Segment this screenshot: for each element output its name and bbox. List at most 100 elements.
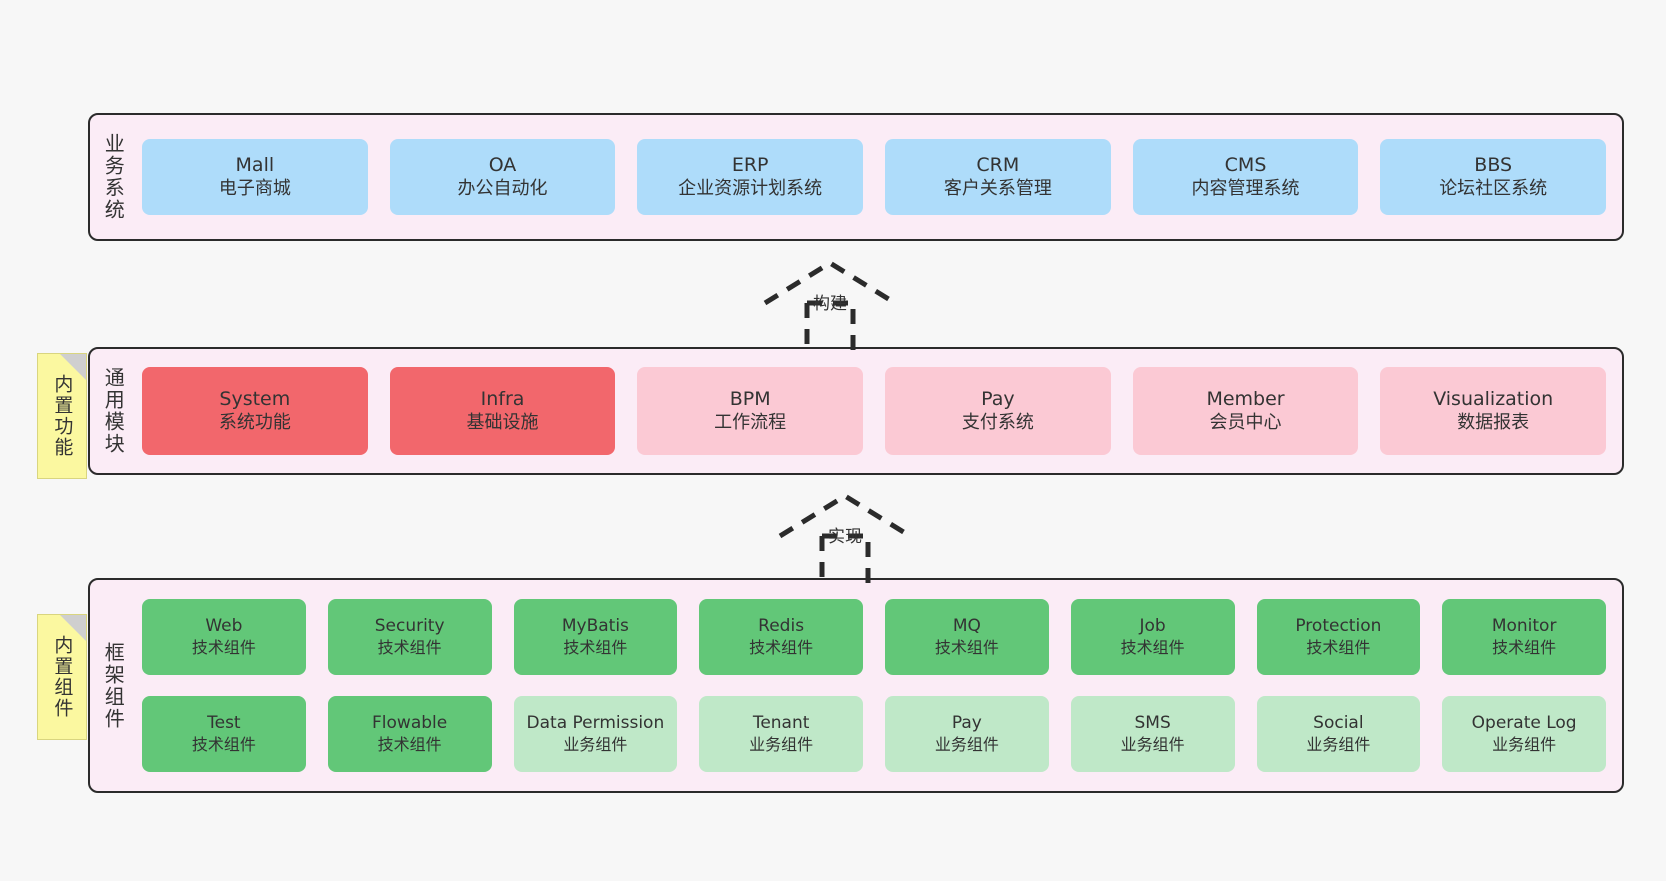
node-oa[interactable]: OA 办公自动化 <box>389 139 616 215</box>
node-title: Tenant <box>752 713 810 734</box>
node-title: CMS <box>1224 153 1267 176</box>
node-title: Security <box>374 616 445 637</box>
node-title: Redis <box>758 616 805 637</box>
arrow-stem <box>804 300 856 350</box>
node-bbs[interactable]: BBS 论坛社区系统 <box>1380 139 1607 215</box>
connector-build: 构建 <box>755 255 905 350</box>
node-title: Infra <box>480 387 525 410</box>
node-subtitle: 技术组件 <box>934 637 999 657</box>
node-subtitle: 内容管理系统 <box>1191 177 1300 199</box>
node-subtitle: 业务组件 <box>934 734 999 754</box>
node-pay-component[interactable]: Pay 业务组件 <box>885 696 1049 772</box>
node-title: Mall <box>235 153 275 176</box>
node-subtitle: 业务组件 <box>1306 734 1371 754</box>
node-subtitle: 技术组件 <box>749 637 814 657</box>
layer-framework: 框架组件 Web 技术组件 Security 技术组件 MyBatis 技术组件… <box>88 578 1624 793</box>
node-crm[interactable]: CRM 客户关系管理 <box>885 139 1111 215</box>
node-mall[interactable]: Mall 电子商城 <box>142 139 368 215</box>
node-title: Pay <box>981 387 1015 410</box>
node-title: CRM <box>976 153 1020 176</box>
node-data-permission[interactable]: Data Permission 业务组件 <box>513 696 678 772</box>
node-subtitle: 技术组件 <box>1306 637 1371 657</box>
node-title: Member <box>1206 387 1285 410</box>
note-label: 内置功能 <box>51 374 74 458</box>
node-subtitle: 企业资源计划系统 <box>678 177 823 199</box>
node-operate-log[interactable]: Operate Log 业务组件 <box>1442 696 1606 772</box>
node-redis[interactable]: Redis 技术组件 <box>699 599 863 675</box>
node-infra[interactable]: Infra 基础设施 <box>389 367 616 455</box>
business-node-row: Mall 电子商城 OA 办公自动化 ERP 企业资源计划系统 CRM 客户关系… <box>142 139 1607 215</box>
node-title: OA <box>488 153 517 176</box>
node-subtitle: 办公自动化 <box>457 177 548 199</box>
node-subtitle: 技术组件 <box>191 734 256 754</box>
arrow-stem <box>819 533 871 583</box>
node-title: System <box>219 387 291 410</box>
node-title: BBS <box>1474 153 1513 176</box>
folded-corner-icon <box>60 615 86 641</box>
node-social[interactable]: Social 业务组件 <box>1256 696 1421 772</box>
node-subtitle: 客户关系管理 <box>943 177 1052 199</box>
node-subtitle: 电子商城 <box>218 177 291 199</box>
node-title: Monitor <box>1491 616 1557 637</box>
layer-modules: 通用模块 System 系统功能 Infra 基础设施 BPM 工作流程 Pay… <box>88 347 1624 475</box>
layer-framework-title: 框架组件 <box>101 641 126 730</box>
node-erp[interactable]: ERP 企业资源计划系统 <box>637 139 864 215</box>
layer-business-body: Mall 电子商城 OA 办公自动化 ERP 企业资源计划系统 CRM 客户关系… <box>136 115 1622 239</box>
node-tenant[interactable]: Tenant 业务组件 <box>699 696 863 772</box>
node-protection[interactable]: Protection 技术组件 <box>1256 599 1421 675</box>
node-title: MyBatis <box>561 616 629 637</box>
connector-implement-label: 实现 <box>828 527 862 547</box>
node-subtitle: 技术组件 <box>191 637 256 657</box>
node-mq[interactable]: MQ 技术组件 <box>885 599 1049 675</box>
node-title: Job <box>1139 616 1166 637</box>
node-subtitle: 论坛社区系统 <box>1439 177 1548 199</box>
framework-tech-row: Web 技术组件 Security 技术组件 MyBatis 技术组件 Redi… <box>142 599 1606 675</box>
connector-implement: 实现 <box>770 488 920 583</box>
node-mybatis[interactable]: MyBatis 技术组件 <box>513 599 678 675</box>
node-title: MQ <box>952 616 981 637</box>
node-test[interactable]: Test 技术组件 <box>142 696 306 772</box>
node-monitor[interactable]: Monitor 技术组件 <box>1442 599 1606 675</box>
node-title: Pay <box>951 713 982 734</box>
node-web[interactable]: Web 技术组件 <box>142 599 306 675</box>
folded-corner-icon <box>60 354 86 380</box>
node-system[interactable]: System 系统功能 <box>142 367 368 455</box>
node-subtitle: 业务组件 <box>1120 734 1185 754</box>
node-subtitle: 技术组件 <box>377 734 442 754</box>
note-label: 内置组件 <box>51 635 74 719</box>
node-bpm[interactable]: BPM 工作流程 <box>637 367 864 455</box>
layer-business: 业务系统 Mall 电子商城 OA 办公自动化 ERP 企业资源计划系统 CRM… <box>88 113 1624 241</box>
node-title: Web <box>205 616 243 637</box>
layer-modules-body: System 系统功能 Infra 基础设施 BPM 工作流程 Pay 支付系统… <box>136 349 1622 473</box>
node-flowable[interactable]: Flowable 技术组件 <box>327 696 492 772</box>
node-title: Test <box>207 713 241 734</box>
node-cms[interactable]: CMS 内容管理系统 <box>1132 139 1359 215</box>
node-subtitle: 业务组件 <box>563 734 628 754</box>
node-visualization[interactable]: Visualization 数据报表 <box>1380 367 1607 455</box>
node-security[interactable]: Security 技术组件 <box>327 599 492 675</box>
node-subtitle: 技术组件 <box>377 637 442 657</box>
node-subtitle: 业务组件 <box>749 734 814 754</box>
node-subtitle: 基础设施 <box>466 411 539 433</box>
node-pay[interactable]: Pay 支付系统 <box>885 367 1111 455</box>
node-subtitle: 系统功能 <box>218 411 291 433</box>
layer-business-title: 业务系统 <box>101 133 126 221</box>
node-title: SMS <box>1134 713 1171 734</box>
node-subtitle: 技术组件 <box>563 637 628 657</box>
node-subtitle: 数据报表 <box>1457 411 1530 433</box>
note-builtin-components: 内置组件 <box>37 614 87 740</box>
node-subtitle: 会员中心 <box>1209 411 1282 433</box>
layer-modules-title: 通用模块 <box>101 367 126 455</box>
node-subtitle: 工作流程 <box>714 411 787 433</box>
node-job[interactable]: Job 技术组件 <box>1070 599 1235 675</box>
node-title: Protection <box>1295 616 1382 637</box>
node-sms[interactable]: SMS 业务组件 <box>1070 696 1235 772</box>
node-title: ERP <box>731 153 769 176</box>
node-title: Operate Log <box>1471 713 1577 734</box>
node-member[interactable]: Member 会员中心 <box>1132 367 1359 455</box>
modules-node-row: System 系统功能 Infra 基础设施 BPM 工作流程 Pay 支付系统… <box>142 367 1607 455</box>
note-builtin-features: 内置功能 <box>37 353 87 479</box>
node-subtitle: 业务组件 <box>1492 734 1557 754</box>
node-title: BPM <box>729 387 771 410</box>
